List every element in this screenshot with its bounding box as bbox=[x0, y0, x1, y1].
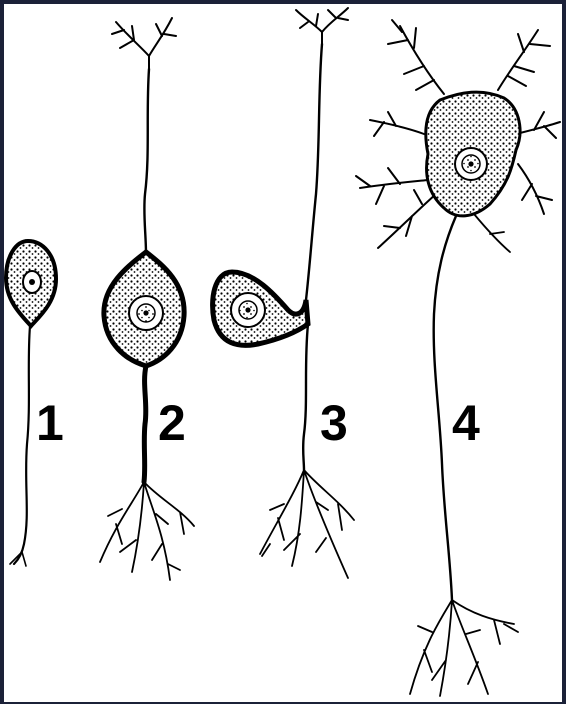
neuron-types-diagram bbox=[4, 4, 562, 702]
neuron-2-bipolar bbox=[100, 18, 194, 580]
label-4: 4 bbox=[452, 398, 480, 448]
label-2: 2 bbox=[158, 398, 186, 448]
label-1: 1 bbox=[36, 398, 64, 448]
neuron-3-pseudounipolar bbox=[213, 8, 354, 578]
illustration-canvas: 1 2 3 4 bbox=[4, 4, 562, 702]
label-3: 3 bbox=[320, 398, 348, 448]
neuron-4-multipolar bbox=[356, 20, 560, 696]
